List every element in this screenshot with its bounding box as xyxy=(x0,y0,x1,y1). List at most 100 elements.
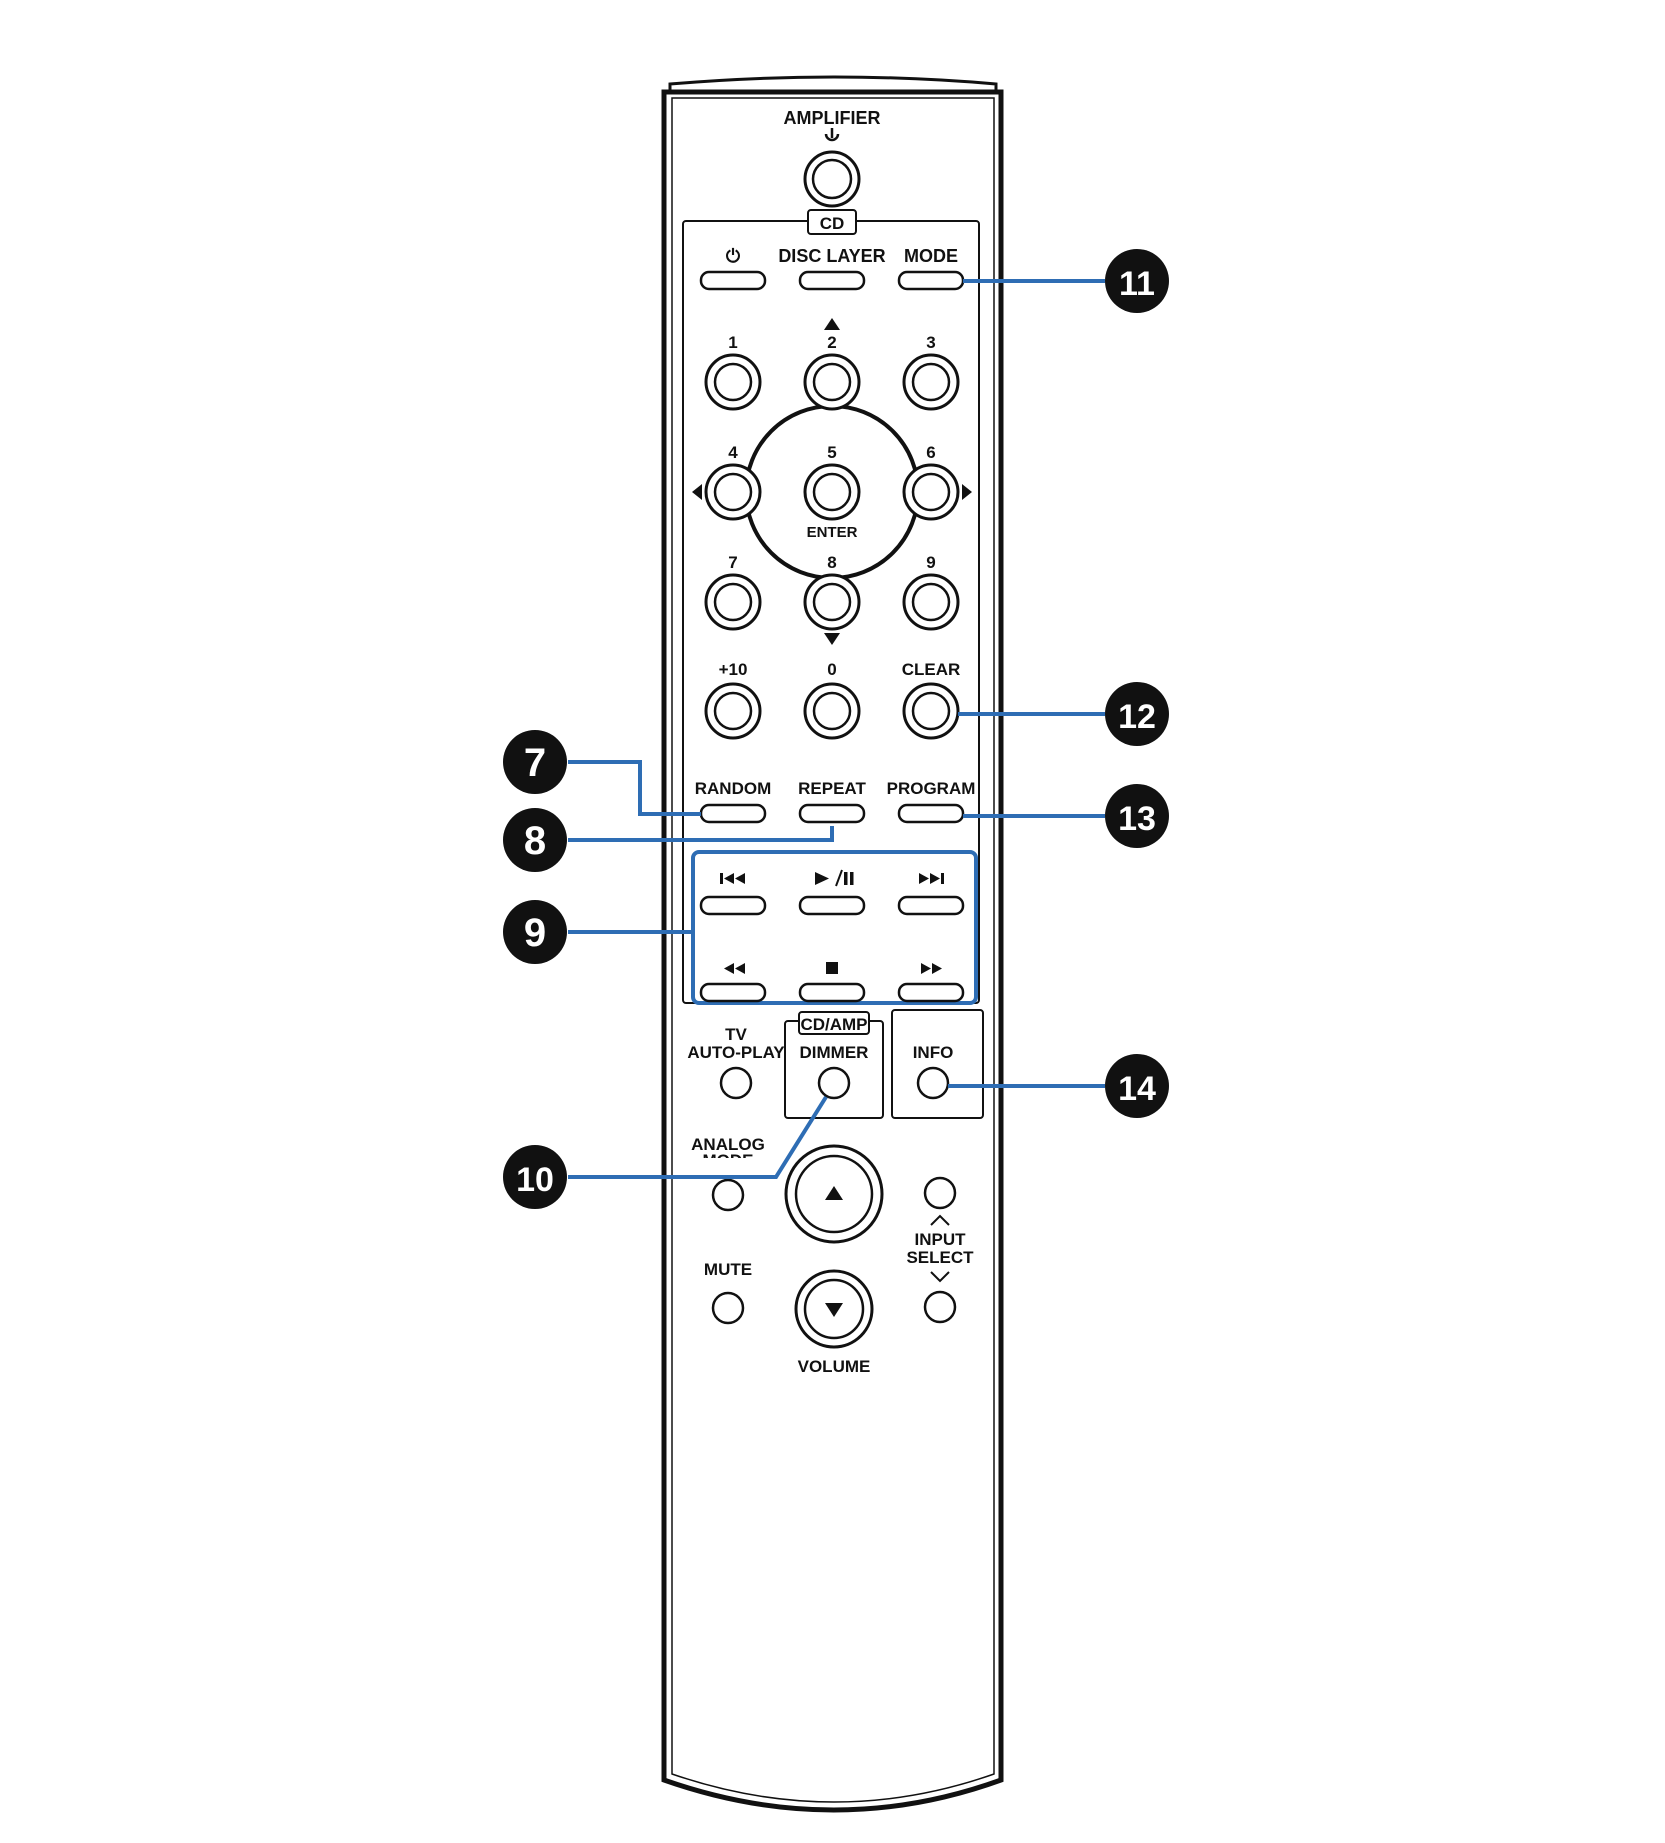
numpad-button-8[interactable] xyxy=(803,573,861,631)
repeat-label: REPEAT xyxy=(798,779,866,798)
volume-up-button[interactable] xyxy=(784,1144,884,1244)
numpad-label-1: 1 xyxy=(728,333,737,352)
numpad-label-7: 7 xyxy=(728,553,737,572)
callout-line-8 xyxy=(568,826,834,842)
numpad-label-8: 8 xyxy=(827,553,836,572)
disc-layer-button[interactable] xyxy=(798,270,866,291)
callout-badge-12: 12 xyxy=(1105,682,1169,746)
numpad-button-4[interactable] xyxy=(704,463,762,521)
fast-forward-button[interactable] xyxy=(897,982,965,1003)
analog-label: ANALOG xyxy=(691,1135,765,1154)
numpad-label-6: 6 xyxy=(926,443,935,462)
numpad-button-0[interactable] xyxy=(803,682,861,740)
numpad-button-5-enter[interactable] xyxy=(803,463,861,521)
numpad-label-5: 5 xyxy=(827,443,836,462)
dimmer-button[interactable] xyxy=(817,1066,851,1100)
numpad-label-0: 0 xyxy=(827,660,836,679)
autoplay-label: AUTO-PLAY xyxy=(687,1043,785,1062)
play-pause-button[interactable] xyxy=(798,895,866,916)
callout-badge-10: 10 xyxy=(503,1145,567,1209)
callout-badge-14: 14 xyxy=(1105,1054,1169,1118)
numpad-button-plus10[interactable] xyxy=(704,682,762,740)
skip-back-button[interactable] xyxy=(699,895,767,916)
stop-icon xyxy=(826,962,838,974)
info-label: INFO xyxy=(913,1043,954,1062)
input-up-chevron-icon xyxy=(930,1214,950,1226)
mute-label: MUTE xyxy=(704,1260,752,1279)
rewind-button[interactable] xyxy=(699,982,767,1003)
volume-down-button[interactable] xyxy=(794,1269,874,1349)
mode-label-mask xyxy=(690,1158,766,1170)
numpad-button-3[interactable] xyxy=(902,353,960,411)
disc-layer-label: DISC LAYER xyxy=(778,246,885,266)
amplifier-power-button[interactable] xyxy=(803,150,861,208)
repeat-button[interactable] xyxy=(798,803,866,824)
callout-badge-8: 8 xyxy=(503,808,567,872)
callout-badge-7: 7 xyxy=(503,730,567,794)
callout-line-7 xyxy=(568,760,701,816)
numpad-button-7[interactable] xyxy=(704,573,762,631)
info-box xyxy=(891,1009,984,1119)
amplifier-label: AMPLIFIER xyxy=(784,108,881,128)
tv-autoplay-button[interactable] xyxy=(719,1066,753,1100)
tv-label: TV xyxy=(725,1025,747,1044)
svg-text:9: 9 xyxy=(524,911,546,955)
volume-up-icon xyxy=(825,1186,843,1200)
skip-forward-icon xyxy=(919,873,944,884)
transport-group-highlight xyxy=(691,850,978,1005)
numpad-button-2[interactable] xyxy=(803,353,861,411)
program-label: PROGRAM xyxy=(887,779,976,798)
input-select-up-button[interactable] xyxy=(923,1176,957,1210)
cdamp-label: CD/AMP xyxy=(800,1015,867,1034)
numpad-label-4: 4 xyxy=(728,443,738,462)
numpad-button-9[interactable] xyxy=(902,573,960,631)
svg-text:13: 13 xyxy=(1118,800,1156,838)
cd-power-button[interactable] xyxy=(699,270,767,291)
numpad-label-9: 9 xyxy=(926,553,935,572)
analog-mode-button[interactable] xyxy=(711,1178,745,1212)
clear-label: CLEAR xyxy=(902,660,961,679)
remote-body xyxy=(661,75,1004,1813)
cd-section-label: CD xyxy=(820,214,845,233)
input-label: INPUT xyxy=(915,1230,967,1249)
clear-button[interactable] xyxy=(902,682,960,740)
numpad-button-6[interactable] xyxy=(902,463,960,521)
fast-forward-icon xyxy=(921,963,942,974)
play-pause-icon xyxy=(815,869,854,887)
input-down-chevron-icon xyxy=(930,1271,950,1283)
callout-line-10 xyxy=(568,1095,828,1179)
cdamp-tag xyxy=(798,1011,870,1035)
program-button[interactable] xyxy=(897,803,965,824)
numpad-label-2: 2 xyxy=(827,333,836,352)
stop-button[interactable] xyxy=(798,982,866,1003)
mode-label: MODE xyxy=(904,246,958,266)
mode-button[interactable] xyxy=(897,270,965,291)
callout-badge-13: 13 xyxy=(1105,784,1169,848)
cursor-down-icon xyxy=(824,633,840,645)
numpad-button-1[interactable] xyxy=(704,353,762,411)
skip-forward-button[interactable] xyxy=(897,895,965,916)
dimmer-label: DIMMER xyxy=(800,1043,869,1062)
random-label: RANDOM xyxy=(695,779,772,798)
amp-power-icon xyxy=(824,128,840,142)
numpad-label-3: 3 xyxy=(926,333,935,352)
info-button[interactable] xyxy=(916,1066,950,1100)
svg-text:11: 11 xyxy=(1119,265,1155,303)
svg-text:12: 12 xyxy=(1118,698,1156,736)
select-label: SELECT xyxy=(906,1248,974,1267)
input-select-down-button[interactable] xyxy=(923,1290,957,1324)
random-button[interactable] xyxy=(699,803,767,824)
cd-power-icon: ⏻ xyxy=(726,246,741,266)
svg-text:8: 8 xyxy=(524,819,546,863)
numpad-label-plus10: +10 xyxy=(719,660,748,679)
volume-down-icon xyxy=(825,1303,843,1317)
callout-lines xyxy=(568,279,1105,1179)
cd-tag xyxy=(807,209,857,235)
rewind-icon xyxy=(724,963,745,974)
cursor-left-icon xyxy=(692,484,702,500)
mute-button[interactable] xyxy=(711,1291,745,1325)
cursor-right-icon xyxy=(962,484,972,500)
svg-text:10: 10 xyxy=(516,1161,554,1199)
enter-label: ENTER xyxy=(807,524,858,541)
